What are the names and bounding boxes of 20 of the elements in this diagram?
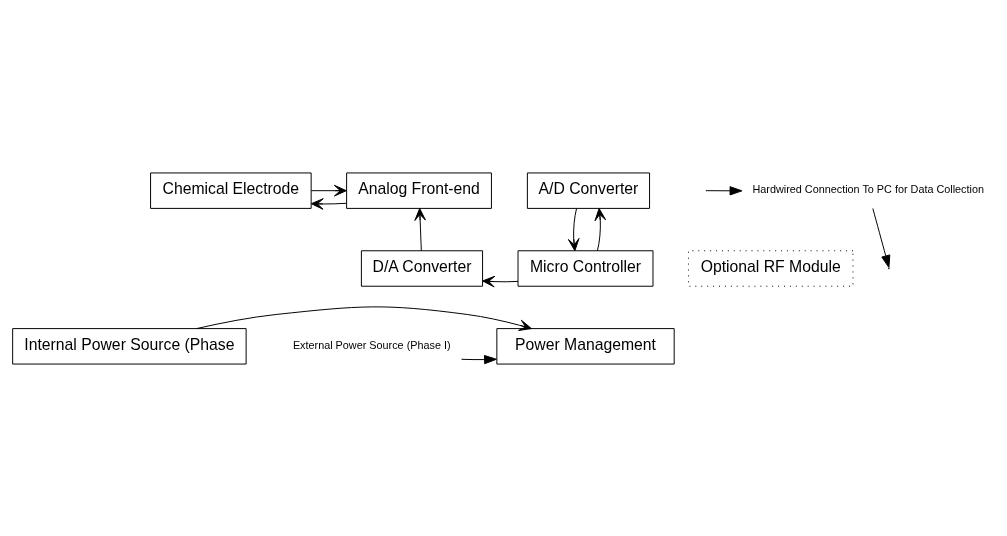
node-box: A/D Converter (526, 171, 651, 209)
arrow (461, 354, 497, 364)
node-box: Optional RF Module (687, 249, 854, 287)
arrow (594, 207, 607, 251)
arrow (196, 305, 532, 331)
node-box: D/A Converter (360, 249, 484, 287)
arrow (414, 207, 426, 251)
arrow (310, 197, 347, 210)
arrow (567, 207, 580, 251)
node-text: External Power Source (Phase I) (292, 338, 451, 351)
arrow (706, 185, 743, 195)
node-box: Chemical Electrode (150, 171, 312, 209)
node-box: Internal Power Source (Phase (12, 327, 247, 365)
arrow (482, 275, 519, 287)
node-box: Power Management (496, 327, 675, 365)
node-text: Hardwired Connection To PC for Data Collection (752, 182, 985, 195)
node-box: Micro Controller (517, 249, 654, 287)
arrow (872, 207, 891, 268)
arrow (310, 184, 347, 196)
node-box: Analog Front-end (346, 171, 492, 209)
